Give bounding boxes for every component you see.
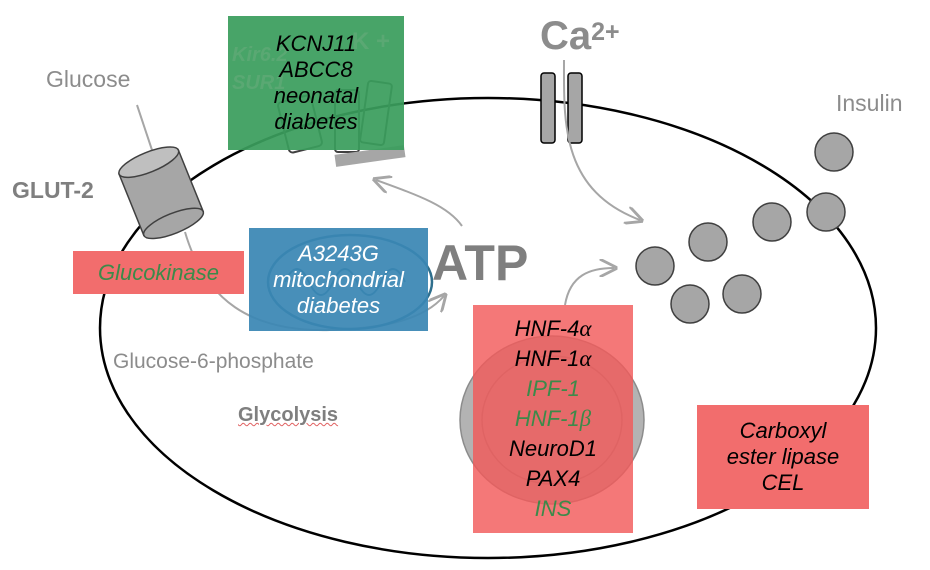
insulin-granules [635,132,854,324]
hnf1a-text: HNF-1 [514,346,580,371]
sur1-label: SUR1 [232,72,286,94]
transcription-factor-box: HNF-4α HNF-1α IPF-1 HNF-1β NeuroD1 PAX4 … [473,305,633,533]
hnf1b-text: HNF-1 [514,406,580,431]
atp-to-katp-arrow [376,180,463,227]
gene-ins: INS [534,496,572,521]
calcium-influx-arrow [562,59,640,220]
gene-pax4: PAX4 [525,466,581,491]
calcium-symbol: Ca [540,14,592,58]
cel-label: CEL [761,470,805,495]
hnf4-text: HNF-4 [514,316,580,341]
carboxyl-label: Carboxyl [739,418,827,443]
potassium-label: K + [352,28,391,55]
gene-abcc8: ABCC8 [279,57,353,82]
insulin-label: Insulin [836,90,903,116]
gene-ipf1: IPF-1 [526,376,580,401]
atp-label: ATP [432,235,529,291]
secretion-arrow [564,268,614,306]
cel-box: Carboxyl ester lipase CEL [697,405,869,509]
mitochondrial-diabetes-box: A3243G mitochondrial diabetes [249,228,428,331]
glycolysis-label: Glycolysis [238,404,339,426]
glut2-label: GLUT-2 [12,177,94,203]
glucose-6-phosphate-label: Glucose-6-phosphate [113,350,314,373]
diabetes-label: diabetes [274,109,358,134]
gene-hnf4a: HNF-4α [515,314,592,344]
neonatal-label: neonatal [273,83,359,108]
alpha-symbol: α [579,316,592,341]
gene-hnf1b: HNF-1β [515,404,591,434]
cell-membrane [98,96,878,560]
calcium-charge: 2+ [591,18,620,46]
alpha-symbol: α [579,346,592,371]
glucokinase-label: Glucokinase [97,259,220,285]
katp-gene-text: KCNJ11 ABCC8 neonatal diabetes [228,16,404,150]
glucose-line [136,104,153,151]
gene-hnf1a: HNF-1α [515,344,592,374]
calcium-channel [540,72,583,144]
gene-kcnj11: KCNJ11 [275,31,357,56]
mitochondrial-label: mitochondrial [273,266,404,292]
diabetes-label: diabetes [296,292,381,318]
glucose-label: Glucose [46,66,131,92]
gene-neurod1: NeuroD1 [508,436,598,461]
glut2-transporter [118,146,205,240]
katp-gene-box [228,16,404,150]
mutation-a3243g: A3243G [298,240,379,266]
kir62-label: Kir6.2 [232,44,288,66]
calcium-label: Ca2+ [540,14,620,59]
ester-lipase-label: ester lipase [726,444,840,469]
glucokinase-box: Glucokinase [73,251,244,294]
beta-symbol: β [579,406,592,431]
